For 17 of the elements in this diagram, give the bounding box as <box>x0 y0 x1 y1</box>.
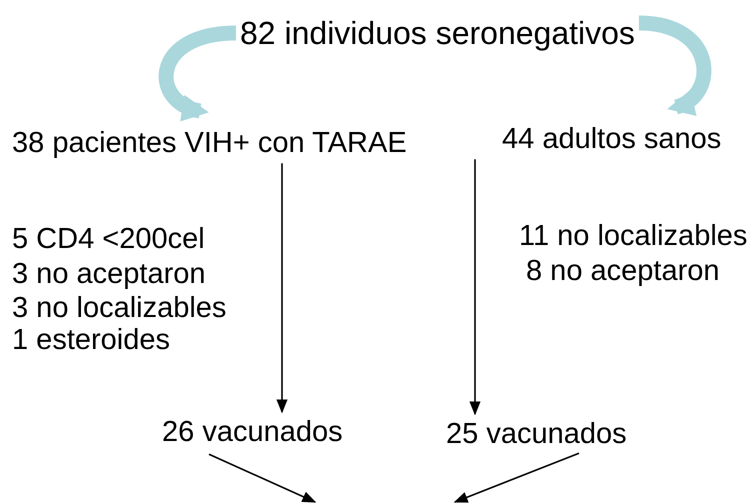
exclusion-note: 3 no aceptaron <box>12 258 206 291</box>
node-text: 44 adultos sanos <box>502 121 722 158</box>
node-text: 25 vacunados <box>446 416 627 452</box>
arrow <box>208 454 316 503</box>
curved-block-arrow <box>158 26 237 120</box>
node-text: 38 pacientes VIH+ con TARAE <box>12 125 407 162</box>
arrow <box>454 452 580 503</box>
arrow <box>276 163 288 414</box>
exclusion-note: 11 no localizables <box>519 220 748 253</box>
arrow <box>469 159 481 416</box>
exclusion-note: 1 esteroides <box>12 324 170 357</box>
exclusion-note: 8 no aceptaron <box>526 255 720 288</box>
curved-block-arrow <box>638 16 712 114</box>
node-text: 82 individuos seronegativos <box>240 13 635 53</box>
exclusion-note: 3 no localizables <box>12 292 226 325</box>
exclusion-note: 5 CD4 <200cel <box>12 223 205 256</box>
node-text: 26 vacunados <box>162 414 343 450</box>
